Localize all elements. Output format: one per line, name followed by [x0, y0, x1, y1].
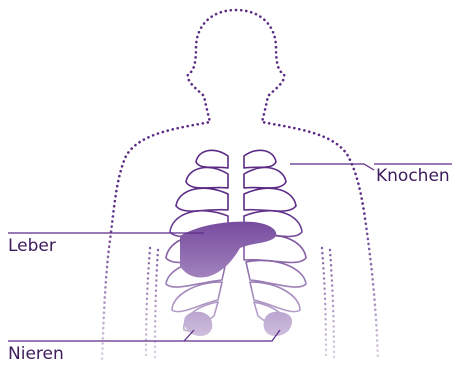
kidneys-label: Nieren	[8, 344, 64, 364]
liver-label: Leber	[8, 236, 56, 256]
bones-label: Knochen	[376, 166, 450, 186]
